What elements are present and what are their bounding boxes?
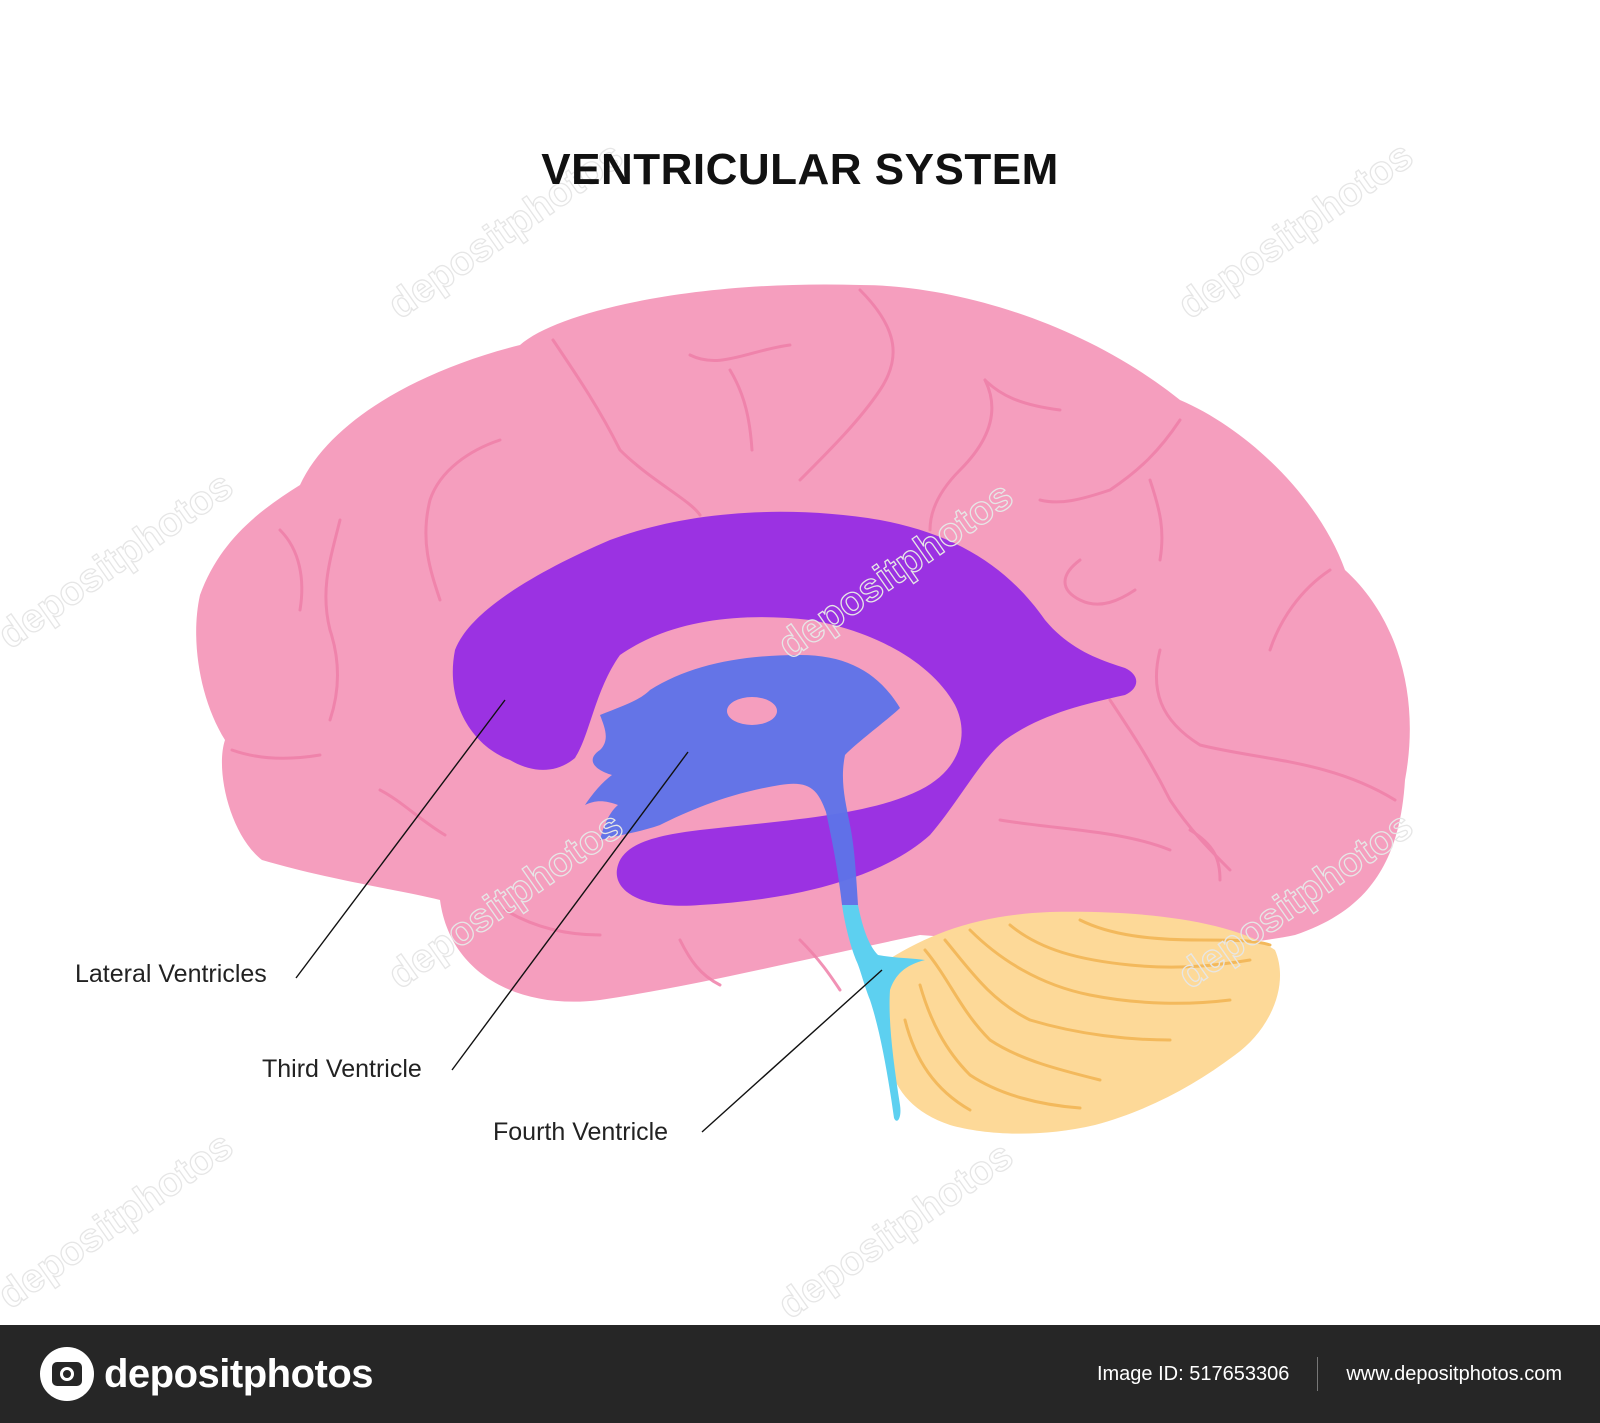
third-ventricle [585,655,900,905]
footer-info: Image ID: 517653306 www.depositphotos.co… [1097,1325,1562,1423]
brand-name: depositphotos [104,1351,374,1396]
interthalamic-adhesion [727,697,777,725]
fourth-ventricle [842,905,925,1121]
lateral-ventricles [452,511,1137,906]
leader-line-third [451,751,689,1071]
brain-illustration: depositphotos depositphotos depositphoto… [0,133,1422,1328]
brand-logo[interactable]: depositphotos [40,1347,374,1401]
leader-line-lateral [295,699,506,979]
site-url[interactable]: www.depositphotos.com [1346,1362,1562,1385]
footer-bar: depositphotos Image ID: 517653306 www.de… [0,1325,1600,1423]
cerebellum-folia [903,918,1272,1112]
leader-line-fourth [701,969,883,1133]
image-id: Image ID: 517653306 [1096,1362,1290,1385]
leader-lines [295,699,883,1133]
watermark-text: depositphotos [770,1133,1021,1325]
footer-divider [1317,1357,1319,1391]
diagram-title: VENTRICULAR SYSTEM [541,145,1059,194]
label-fourth-ventricle: Fourth Ventricle [493,1118,669,1146]
label-third-ventricle: Third Ventricle [262,1055,422,1083]
diagram-canvas: depositphotos depositphotos depositphoto… [0,133,1422,1328]
label-lateral-ventricles: Lateral Ventricles [75,960,267,988]
cerebrum [196,284,1410,1002]
camera-icon [40,1347,94,1401]
watermark-text: depositphotos [0,1123,241,1317]
